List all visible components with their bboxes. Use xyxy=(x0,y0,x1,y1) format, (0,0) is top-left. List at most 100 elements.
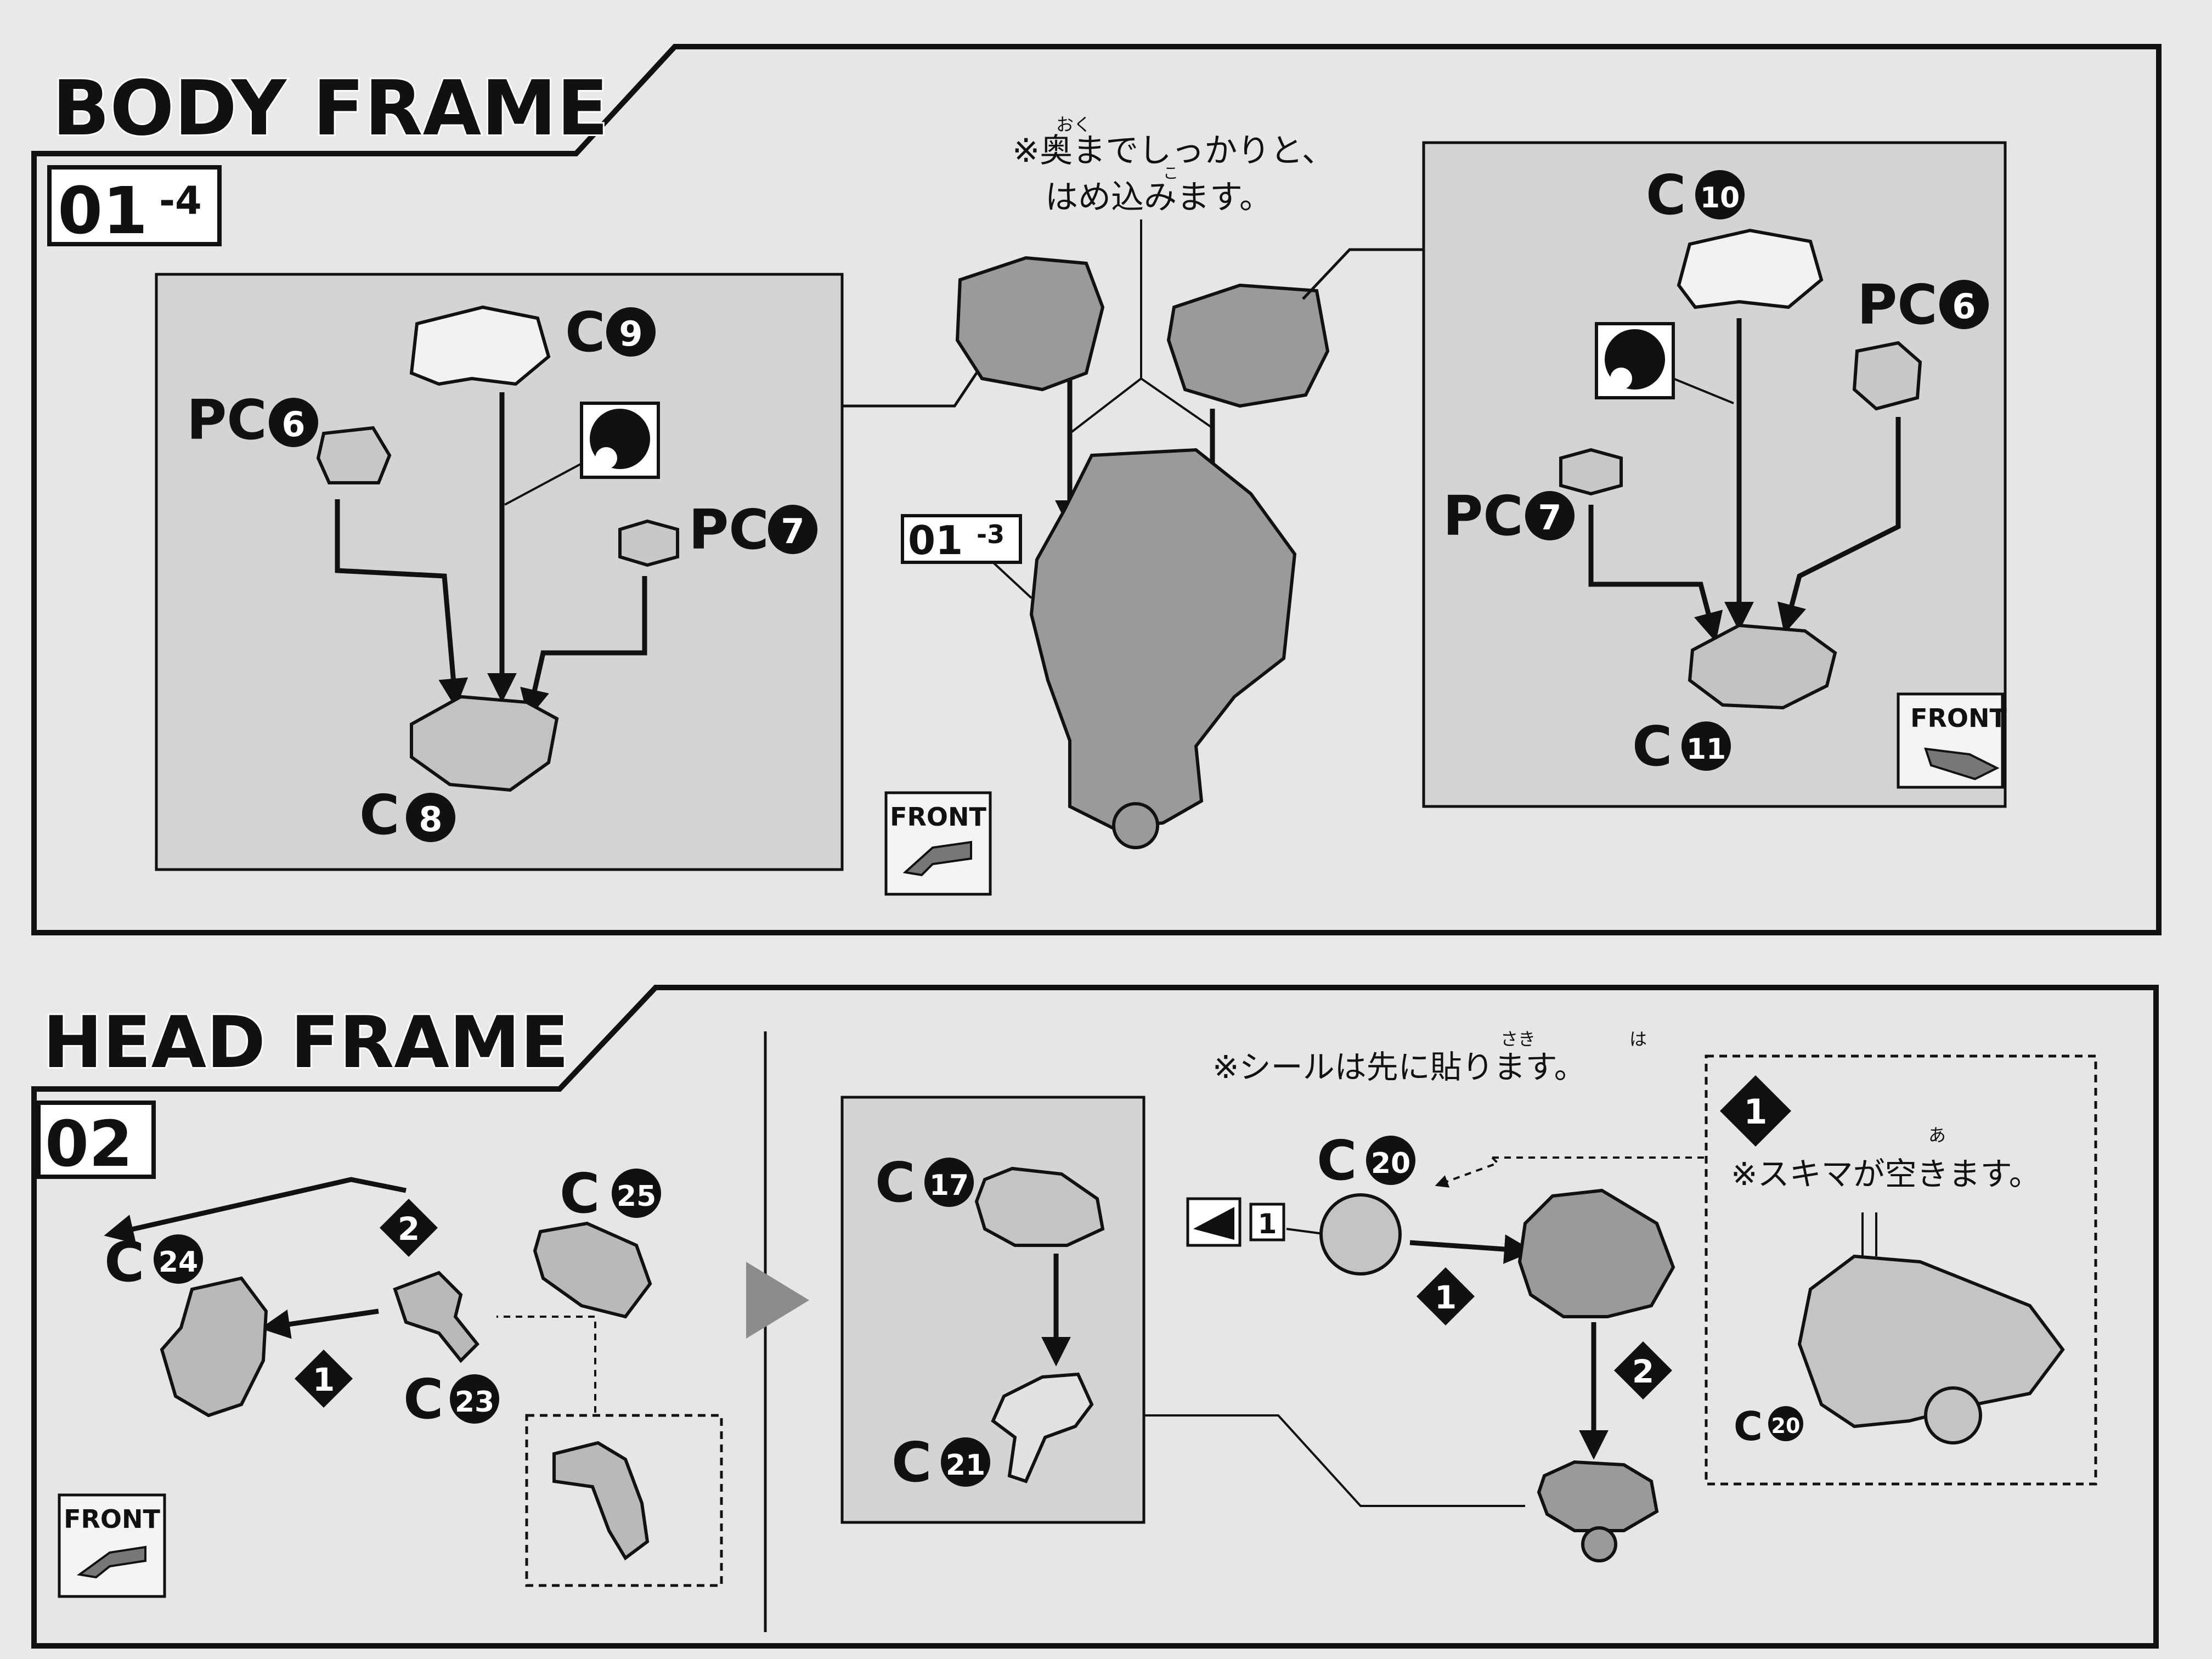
pc7-left-number: 7 xyxy=(781,511,804,551)
pc6-left-number: 6 xyxy=(281,404,305,444)
sticker-icon xyxy=(1193,1207,1234,1240)
detail-leader-left xyxy=(496,1316,596,1413)
arrow-c20-to-head xyxy=(1409,1234,1534,1264)
c8-number: 8 xyxy=(419,799,442,839)
svg-text:2: 2 xyxy=(1632,1353,1654,1390)
c25-prefix: C xyxy=(560,1161,600,1226)
ref-step-sub: -3 xyxy=(977,520,1005,549)
body-note-line1: ※奥までしっかりと、 xyxy=(1012,132,1335,170)
part-upper-left-center xyxy=(955,256,1105,392)
body-frame-section: BODY FRAME 01 -4 C 9 PC 6 PC 7 C xyxy=(31,44,2162,935)
polycap-leader xyxy=(504,462,582,506)
svg-text:1: 1 xyxy=(1435,1279,1457,1316)
ruby-ha: は xyxy=(1629,1029,1647,1049)
c10-number: 10 xyxy=(1700,182,1740,215)
body-step-number: 01 xyxy=(58,173,148,249)
body-frame-assembly xyxy=(1029,448,1297,831)
front-arrow-icon-center xyxy=(902,840,972,877)
body-step-box xyxy=(47,165,222,246)
arrow-pc6-to-c11 xyxy=(1777,417,1901,634)
middle-panel-connector xyxy=(1144,1414,1525,1507)
head-step-box xyxy=(36,1101,156,1179)
ruby-komi: こ xyxy=(1163,164,1178,182)
pc6-right-prefix: PC xyxy=(1857,273,1938,337)
part-c21 xyxy=(991,1372,1094,1483)
head-frame-title: HEAD FRAME xyxy=(43,1001,569,1084)
c20-badge xyxy=(1366,1136,1415,1185)
left-panel-connector xyxy=(842,356,989,408)
detail-box-left xyxy=(525,1414,723,1587)
arrow-pc7-to-c11 xyxy=(1588,505,1723,642)
note-leader-left xyxy=(1069,377,1142,435)
front-arrow-icon-right xyxy=(1924,747,2000,781)
c21-number: 21 xyxy=(946,1449,985,1482)
svg-text:1: 1 xyxy=(1743,1092,1767,1132)
c23-badge xyxy=(450,1374,499,1424)
gap-badge-1: 1 xyxy=(1720,1075,1791,1147)
front-label-right: FRONT xyxy=(1910,703,2007,733)
pc7-right-number: 7 xyxy=(1538,498,1561,538)
order-badge-2-left: 2 xyxy=(380,1199,438,1257)
part-c8 xyxy=(410,695,559,792)
note-leader-right xyxy=(1140,377,1214,429)
part-c9 xyxy=(409,305,551,386)
c17-badge xyxy=(924,1158,974,1207)
part-c23-detail xyxy=(552,1441,650,1561)
c20-inset-badge xyxy=(1768,1406,1803,1441)
order-badge-1-left: 1 xyxy=(295,1350,353,1408)
c9-prefix: C xyxy=(565,300,605,364)
c24-badge xyxy=(154,1234,203,1284)
c17-number: 17 xyxy=(929,1169,969,1202)
right-panel-connector xyxy=(1302,248,1424,300)
next-step-triangle xyxy=(746,1262,809,1339)
c21-prefix: C xyxy=(891,1430,932,1494)
part-pc7-right xyxy=(1559,448,1623,496)
pc6-right-badge xyxy=(1939,280,1989,329)
c24-number: 24 xyxy=(159,1246,198,1279)
c8-badge xyxy=(406,793,455,842)
base-ball xyxy=(1581,1526,1617,1562)
gap-ball xyxy=(1924,1386,1982,1444)
body-frame-title: BODY FRAME xyxy=(52,64,608,153)
c20-inset-number: 20 xyxy=(1771,1414,1801,1438)
part-c17 xyxy=(974,1166,1105,1247)
part-pc7-left xyxy=(618,519,679,567)
c20-prefix: C xyxy=(1317,1128,1357,1193)
front-arrow-icon-head xyxy=(76,1545,146,1579)
polycap-leader-right xyxy=(1673,377,1734,404)
pc6-left-badge xyxy=(269,398,318,447)
head-frame-section: HEAD FRAME 02 2 C 25 C 24 1 C 23 xyxy=(31,985,2159,1649)
c11-badge xyxy=(1681,721,1731,771)
sticker-number-box xyxy=(1249,1203,1285,1242)
sticker-number: 1 xyxy=(1258,1208,1277,1240)
c25-badge xyxy=(612,1169,661,1218)
pc6-left-prefix: PC xyxy=(187,388,267,452)
pc7-right-badge xyxy=(1525,491,1575,540)
part-c20 xyxy=(1319,1193,1402,1276)
pc6-right-number: 6 xyxy=(1952,286,1976,326)
c23-prefix: C xyxy=(403,1367,443,1431)
part-c23 xyxy=(393,1271,480,1363)
svg-text:1: 1 xyxy=(313,1361,335,1398)
arrow-pc7-to-c8 xyxy=(520,576,647,719)
head-assembly xyxy=(1517,1188,1675,1318)
sticker-note: ※シールは先に貼ります。 xyxy=(1212,1048,1586,1086)
front-label-head: FRONT xyxy=(64,1504,160,1534)
arrow-pc6-to-c8 xyxy=(335,499,469,708)
c9-number: 9 xyxy=(619,314,642,354)
ref-step-number: 01 xyxy=(908,517,963,563)
c17-prefix: C xyxy=(875,1150,915,1215)
middle-assembly-panel xyxy=(840,1096,1146,1524)
ruby-oku: おく xyxy=(1056,114,1091,135)
dashed-leader-c20 xyxy=(1435,1156,1500,1188)
part-c24 xyxy=(160,1276,268,1418)
body-ball-joint xyxy=(1112,802,1159,849)
polycap-icon-dot xyxy=(595,447,617,469)
pc7-left-prefix: PC xyxy=(689,498,769,562)
part-upper-right-center xyxy=(1166,283,1330,408)
c9-badge xyxy=(606,307,656,357)
order-badge-2-right: 2 xyxy=(1614,1341,1672,1400)
head-step-number: 02 xyxy=(45,1108,133,1181)
gap-assembly xyxy=(1797,1254,2065,1429)
